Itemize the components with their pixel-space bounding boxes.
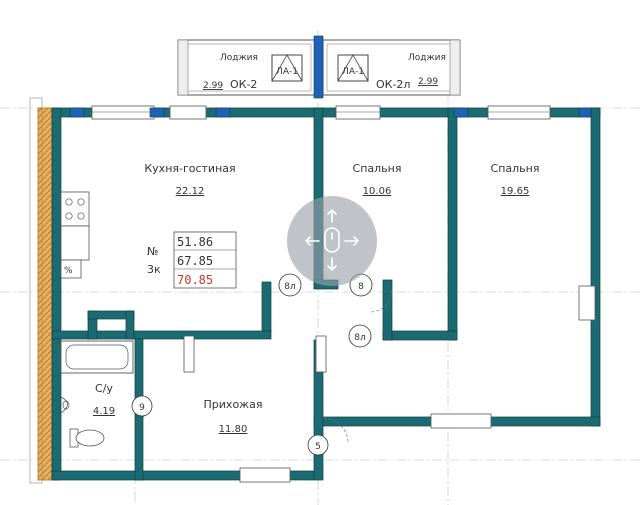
kitchen-name: Кухня-гостиная	[144, 162, 235, 175]
door-mark-label: 8	[358, 282, 364, 292]
counter-icon	[60, 225, 90, 261]
view-3d-control[interactable]	[287, 196, 377, 286]
plate-no-label: №	[147, 245, 158, 258]
door-mark-1: 8л	[278, 273, 302, 297]
bathroom-area: 4.19	[93, 406, 115, 417]
hallway-area: 11.80	[219, 424, 248, 435]
stove-icon	[60, 191, 90, 227]
loggia-right-window: ОК-2л	[376, 78, 410, 91]
bathroom-name: С/у	[95, 382, 113, 395]
door-mark-label: 9	[139, 403, 145, 413]
door-mark-3: 8л	[348, 324, 372, 348]
door-mark-label: 8л	[354, 333, 365, 343]
door-mark-label: 8л	[284, 282, 295, 292]
bedroom1-name: Спальня	[353, 162, 402, 175]
door-mark-5: 5	[307, 434, 329, 456]
kitchen-area: 22.12	[176, 186, 205, 197]
loggia-left-panel: ЛА-1	[276, 67, 298, 77]
panel-box-right	[337, 54, 369, 82]
plate-rooms-label: 3к	[147, 263, 161, 276]
windows	[91, 105, 596, 483]
plate-total-area: 67.85	[177, 254, 213, 268]
loggia-right-panel: ЛА-1	[342, 67, 364, 77]
sink-icon: %	[60, 259, 82, 279]
facade-outline	[29, 97, 43, 484]
door-mark-label: 5	[315, 442, 321, 452]
ventilation-blocks	[69, 107, 592, 118]
door-frames	[183, 335, 327, 373]
bedroom2-name: Спальня	[491, 162, 540, 175]
door-mark-2: 8	[349, 273, 373, 297]
bedroom2-area: 19.65	[501, 186, 530, 197]
bathtub-icon	[60, 340, 134, 374]
loggia-right-title: Лоджия	[408, 53, 446, 63]
plate-living-area: 51.86	[177, 235, 213, 249]
loggia-left-area: 2.99	[203, 81, 223, 91]
loggia-divider	[313, 35, 324, 99]
washbasin-icon	[60, 396, 70, 414]
panel-box-left	[271, 54, 303, 82]
loggia-left-window: ОК-2	[230, 78, 257, 91]
toilet-icon	[69, 428, 105, 448]
loggia-right-area: 2.99	[418, 77, 438, 87]
loggia-right	[322, 39, 461, 96]
svg-text:%: %	[64, 266, 73, 276]
bedroom1-area: 10.06	[363, 186, 392, 197]
door-mark-4: 9	[131, 395, 153, 417]
loggia-left-title: Лоджия	[220, 53, 258, 63]
brick-facade-wall	[37, 107, 53, 481]
hallway-name: Прихожая	[204, 398, 263, 411]
move-arrows-icon	[304, 208, 360, 272]
plate-total-with-loggia: 70.85	[177, 273, 213, 287]
apartment-plate: № 3к 51.86 67.85 70.85	[147, 231, 237, 289]
